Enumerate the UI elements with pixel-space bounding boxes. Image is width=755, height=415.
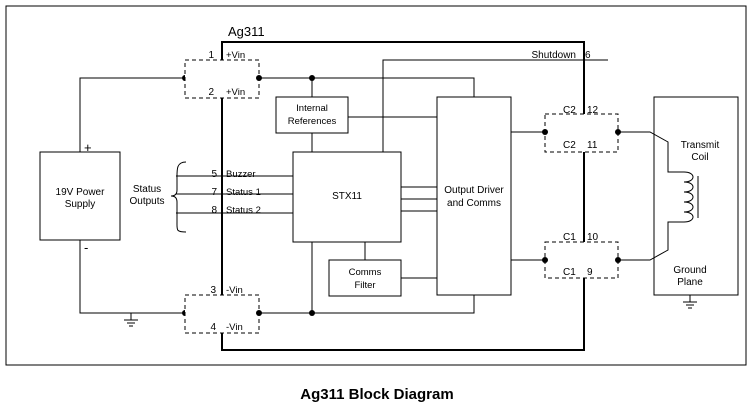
pin-6-label: Shutdown [532, 50, 576, 61]
outer-frame [5, 5, 747, 366]
ground-bus-wire [259, 295, 475, 314]
c2-to-coil-wire [618, 131, 684, 173]
minus-terminal-label: - [84, 240, 88, 255]
ground-symbol-icon [124, 319, 138, 327]
pin-7-label: Status 1 [226, 187, 261, 198]
c2-connector [544, 113, 619, 153]
pin-5-number: 5 [211, 169, 217, 180]
plus-terminal-label: + [84, 140, 92, 155]
shutdown-wire [382, 59, 608, 152]
pin-8-number: 8 [211, 205, 217, 216]
c1-connector [544, 241, 619, 279]
node-dot [256, 75, 262, 81]
pin-6-number: 6 [585, 50, 591, 61]
module-title: Ag311 [228, 24, 265, 39]
stx11-label: STX11 [332, 191, 362, 202]
pin-11-label: C2 [563, 140, 576, 151]
internal-references-block [275, 96, 349, 134]
node-dot [542, 129, 548, 135]
node-dot [256, 310, 262, 316]
pin-9-label: C1 [563, 267, 576, 278]
pin-12-number: 12 [587, 105, 599, 116]
vin-plus-connector [184, 59, 260, 99]
pin-1-label: +Vin [226, 50, 245, 61]
pin-10-number: 10 [587, 232, 599, 243]
pin-1-number: 1 [208, 50, 214, 61]
vin-minus-connector [184, 294, 260, 334]
node-dot [542, 257, 548, 263]
pin-12-label: C2 [563, 105, 576, 116]
pin-8-label: Status 2 [226, 205, 261, 216]
positive-supply-wire [79, 77, 185, 152]
pin-3-number: 3 [210, 285, 216, 296]
status-brace [170, 161, 187, 233]
pin-7-number: 7 [211, 187, 217, 198]
pin-4-number: 4 [210, 322, 216, 333]
diagram-caption: Ag311 Block Diagram [300, 386, 453, 403]
negative-supply-wire [79, 240, 185, 314]
stx11-block [292, 151, 402, 243]
ag311-module-outline [221, 41, 585, 351]
pin-11-number: 11 [587, 140, 598, 151]
output-driver-block [436, 96, 512, 296]
pin-3-label: -Vin [226, 285, 243, 296]
pin-4-label: -Vin [226, 322, 243, 333]
c1-to-coil-wire [618, 221, 684, 261]
vin-to-driver-wire [312, 77, 475, 97]
pin-2-number: 2 [208, 87, 214, 98]
ground-symbol-icon [683, 301, 697, 309]
coil-winding-icon [683, 171, 694, 223]
comms-filter-block [328, 259, 402, 297]
pin-10-label: C1 [563, 232, 576, 243]
pin-5-label: Buzzer [226, 169, 256, 180]
pin-9-number: 9 [587, 267, 593, 278]
pin-2-label: +Vin [226, 87, 245, 98]
ground-plane-block [653, 96, 739, 296]
